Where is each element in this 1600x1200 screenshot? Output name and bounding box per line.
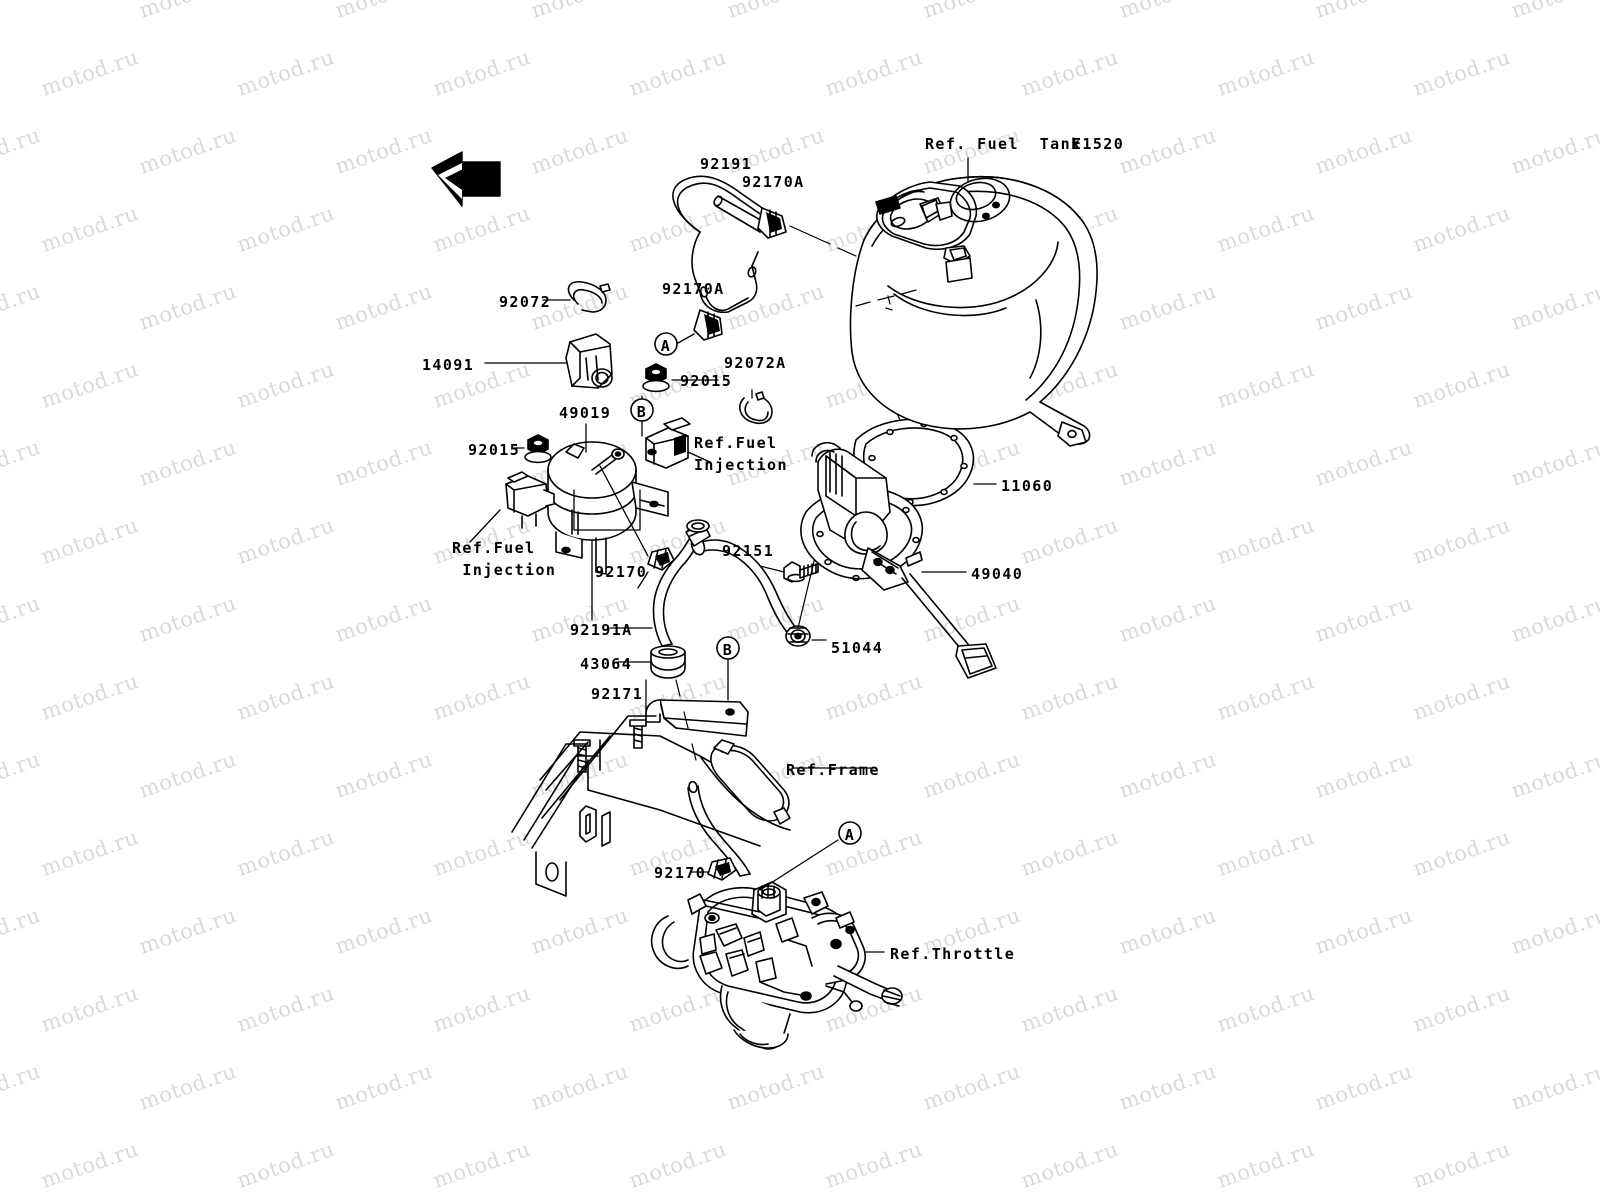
part-label-92191: 92191 [700, 155, 753, 173]
part-shape-43064 [650, 645, 686, 679]
ref-fuel-tank-label: Ref. Fuel Tank [925, 135, 1082, 153]
part-shape-49019 [547, 441, 669, 575]
callout-b-lower: B [722, 641, 734, 659]
part-label-92015-left: 92015 [468, 441, 521, 459]
ref-fuel-injection-right-label: Ref.Fuel Injection [694, 434, 788, 474]
callout-a-lower: A [844, 826, 856, 844]
part-shape-mid-hose [699, 251, 759, 314]
part-shape-92072 [567, 280, 611, 313]
part-label-92170-lower: 92170 [654, 864, 707, 882]
diagram-code: E1520 [1072, 135, 1125, 153]
leader-92170-mid-a [599, 465, 649, 557]
part-label-92151: 92151 [722, 542, 775, 560]
part-shape-throttle [650, 881, 903, 1050]
part-shape-92170a-mid [693, 309, 723, 341]
part-label-92170-mid: 92170 [595, 563, 648, 581]
part-shape-92072a [739, 391, 773, 425]
part-shape-92015-upper [642, 363, 670, 393]
part-shape-92170-mid [647, 547, 675, 571]
bracket-fi-left [573, 489, 641, 531]
part-label-92072a: 92072A [724, 354, 787, 372]
part-shape-frame [511, 715, 791, 897]
part-label-92171: 92171 [591, 685, 644, 703]
ref-fuel-injection-left-label: Ref.Fuel Injection [452, 539, 557, 579]
part-shape-92015-left [524, 434, 552, 464]
part-label-49040: 49040 [971, 565, 1024, 583]
part-label-92072: 92072 [499, 293, 552, 311]
leader-92170-mid-b [637, 571, 649, 589]
leader-92151 [759, 565, 785, 573]
part-shape-51044 [785, 625, 811, 647]
callout-circles [630, 332, 862, 845]
callout-b-upper: B [636, 403, 648, 421]
part-label-43064: 43064 [580, 655, 633, 673]
part-label-92015-upper: 92015 [680, 372, 733, 390]
part-label-14091: 14091 [422, 356, 475, 374]
part-shape-bracket-lower [645, 699, 749, 737]
part-shape-14091 [565, 333, 613, 389]
part-shape-92151 [783, 561, 819, 583]
ref-throttle-label: Ref.Throttle [890, 945, 1016, 963]
part-shape-fuel-tank [849, 175, 1098, 447]
part-label-49019: 49019 [559, 404, 612, 422]
leader-ref-fi-right [687, 451, 711, 463]
part-shape-49040 [800, 441, 997, 679]
leader-dashdot-2 [675, 679, 697, 761]
callout-a-upper: A [660, 337, 672, 355]
part-shape-right-hose [685, 519, 797, 637]
part-label-92170a-upper: 92170A [742, 173, 805, 191]
part-label-92170a-mid: 92170A [662, 280, 725, 298]
leader-a-lower [759, 839, 839, 891]
part-label-11060: 11060 [1001, 477, 1054, 495]
leader-a-upper [677, 333, 695, 344]
part-shape-92170a-upper [757, 207, 787, 239]
ref-frame-label: Ref.Frame [786, 761, 880, 779]
part-label-51044: 51044 [831, 639, 884, 657]
part-shape-sensor-left [505, 471, 555, 529]
part-shape-92170-lower [707, 857, 737, 881]
part-label-92191a: 92191A [570, 621, 633, 639]
front-arrow-icon [431, 151, 501, 207]
part-shape-sensor-right [645, 417, 691, 469]
leader-ref-fi-left [469, 509, 501, 543]
